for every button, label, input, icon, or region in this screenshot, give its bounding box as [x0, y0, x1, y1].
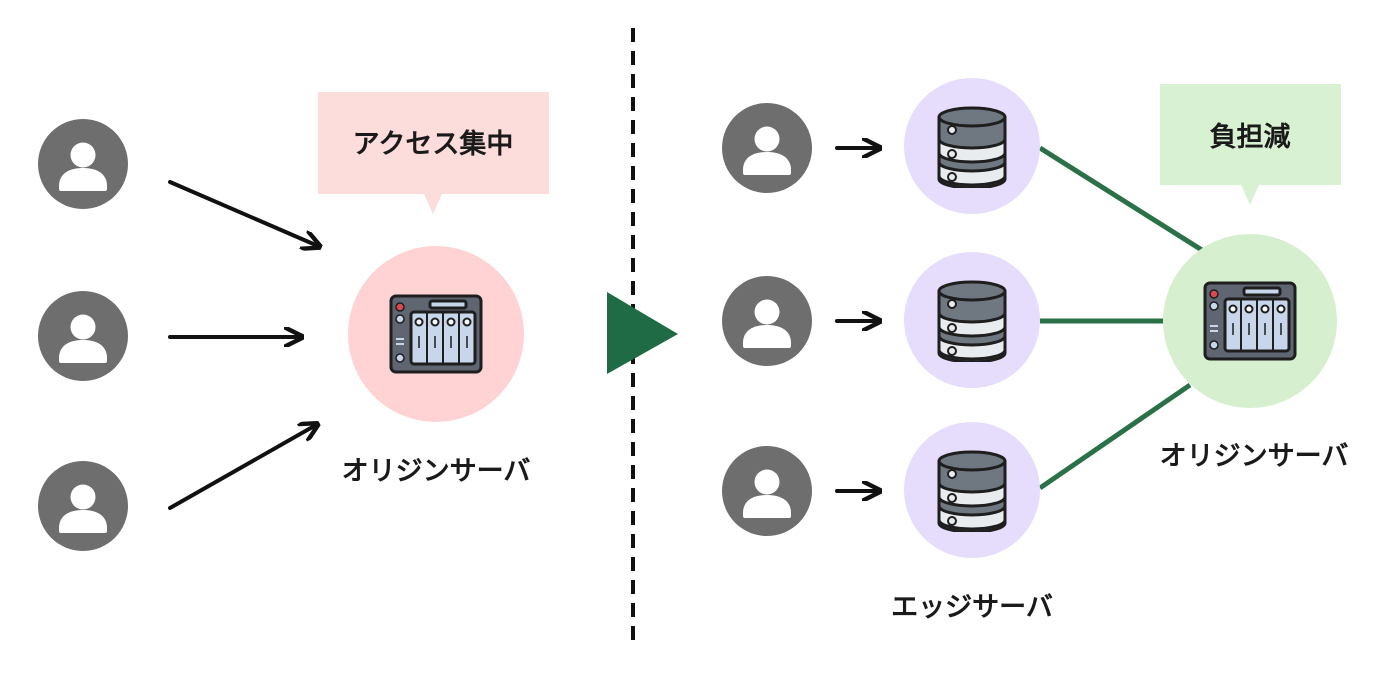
- left-panel: アクセス集中 オリジンサーバ: [38, 92, 549, 551]
- user-icon: [722, 276, 812, 366]
- user-icon: [722, 103, 812, 193]
- arrow-right-icon: [168, 425, 316, 510]
- arrow-right-icon: [168, 180, 318, 246]
- right-panel: エッジサーバ 負担減 オリジンサーバ: [722, 78, 1348, 623]
- left-callout: アクセス集中: [318, 92, 549, 214]
- database-icon: [937, 450, 1007, 532]
- user-icon: [38, 119, 128, 209]
- connection-line: [1038, 382, 1192, 491]
- user-icon: [38, 291, 128, 381]
- play-triangle-icon: [607, 292, 678, 374]
- right-origin-label: オリジンサーバ: [1160, 441, 1349, 472]
- left-callout-text: アクセス集中: [353, 128, 514, 160]
- database-icon: [937, 280, 1007, 362]
- user-icon: [722, 446, 812, 536]
- database-icon: [937, 106, 1007, 188]
- left-origin-label: オリジンサーバ: [342, 456, 531, 487]
- connection-line: [1038, 145, 1207, 255]
- right-callout: 負担減: [1160, 84, 1341, 205]
- nas-server-icon: [1203, 281, 1297, 361]
- right-callout-text: 負担減: [1210, 122, 1291, 153]
- user-icon: [38, 461, 128, 551]
- nas-server-icon: [389, 294, 483, 374]
- edge-server-label: エッジサーバ: [891, 592, 1053, 623]
